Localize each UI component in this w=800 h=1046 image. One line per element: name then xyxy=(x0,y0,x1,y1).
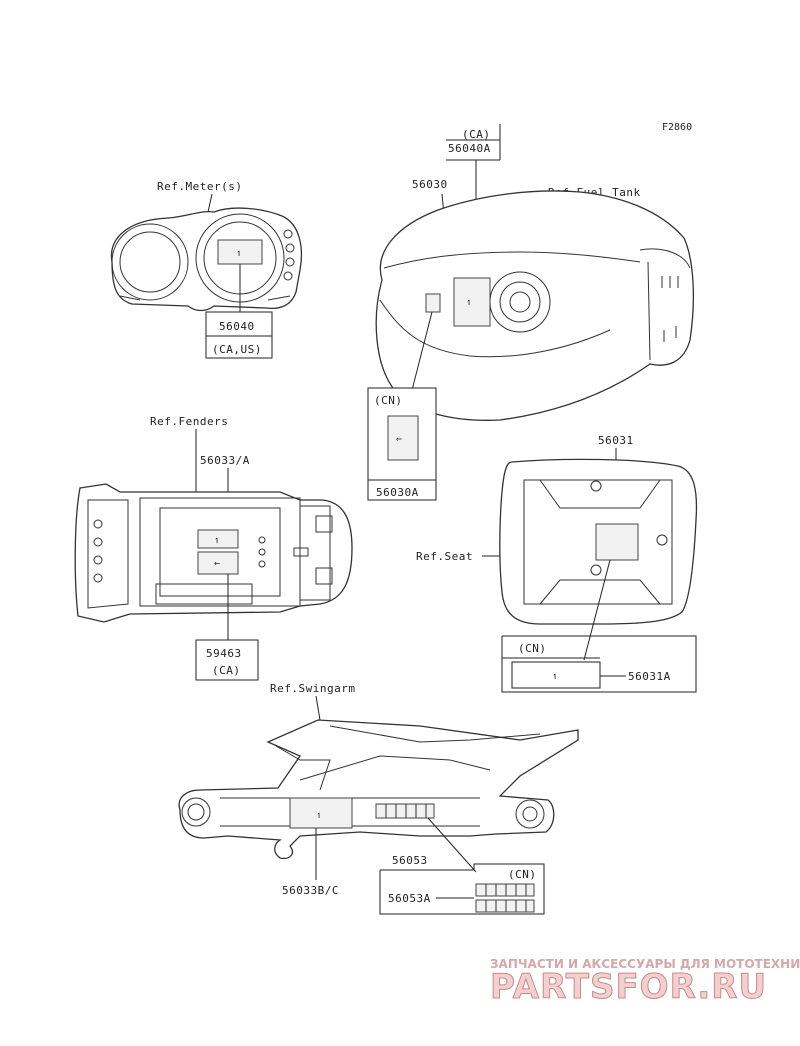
part-56031a: 56031A xyxy=(628,670,671,683)
part-56030a: 56030A xyxy=(376,486,419,499)
seat-illustration xyxy=(499,458,698,625)
svg-text:⇐: ⇐ xyxy=(396,434,402,445)
part-56031: 56031 xyxy=(598,434,634,447)
part-box-56040 xyxy=(205,311,273,359)
svg-text:↿: ↿ xyxy=(466,297,472,308)
part-56053a-note: (CN) xyxy=(508,868,537,881)
watermark-logo: PARTSFOR.RU xyxy=(490,967,767,1007)
part-59463: 59463 xyxy=(206,647,242,660)
part-56033a: 56033/A xyxy=(200,454,250,467)
svg-text:↿: ↿ xyxy=(214,535,220,546)
svg-text:←: ← xyxy=(214,558,220,569)
meter-decal xyxy=(217,239,263,265)
ref-fenders-label: Ref.Fenders xyxy=(150,415,228,428)
watermark-tagline: ЗАПЧАСТИ И АКСЕССУАРЫ ДЛЯ МОТОТЕХНИКИ xyxy=(490,957,800,971)
tank-decal-center xyxy=(453,277,491,327)
ref-meter-label: Ref.Meter(s) xyxy=(157,180,242,193)
swingarm-decal xyxy=(289,797,353,829)
part-56030: 56030 xyxy=(412,178,448,191)
figure-code: F2860 xyxy=(662,122,692,133)
part-56030a-note: (CN) xyxy=(374,394,403,407)
svg-text:↿: ↿ xyxy=(552,671,558,682)
svg-text:↿: ↿ xyxy=(236,248,242,259)
part-56040a: 56040A xyxy=(448,142,491,155)
fenders-illustration xyxy=(74,483,353,623)
svg-text:↿: ↿ xyxy=(316,810,322,821)
swingarm-strip-decal xyxy=(375,803,435,819)
part-56040a-note: (CA) xyxy=(462,128,491,141)
tank-decal-small xyxy=(425,293,441,313)
part-56053: 56053 xyxy=(392,854,428,867)
part-56053a: 56053A xyxy=(388,892,431,905)
part-59463-note: (CA) xyxy=(212,664,241,677)
part-56031a-note: (CN) xyxy=(518,642,547,655)
meter-illustration: ↿ xyxy=(110,207,303,312)
part-56040-note: (CA,US) xyxy=(212,343,262,356)
part-box-59463 xyxy=(195,639,259,681)
ref-swingarm-label: Ref.Swingarm xyxy=(270,682,355,695)
ref-seat-label: Ref.Seat xyxy=(416,550,473,563)
swingarm-illustration: ↿ xyxy=(178,719,579,860)
part-56033bc: 56033B/C xyxy=(282,884,339,897)
fuel-tank-illustration: ↿ xyxy=(375,190,695,421)
part-56040: 56040 xyxy=(219,320,255,333)
